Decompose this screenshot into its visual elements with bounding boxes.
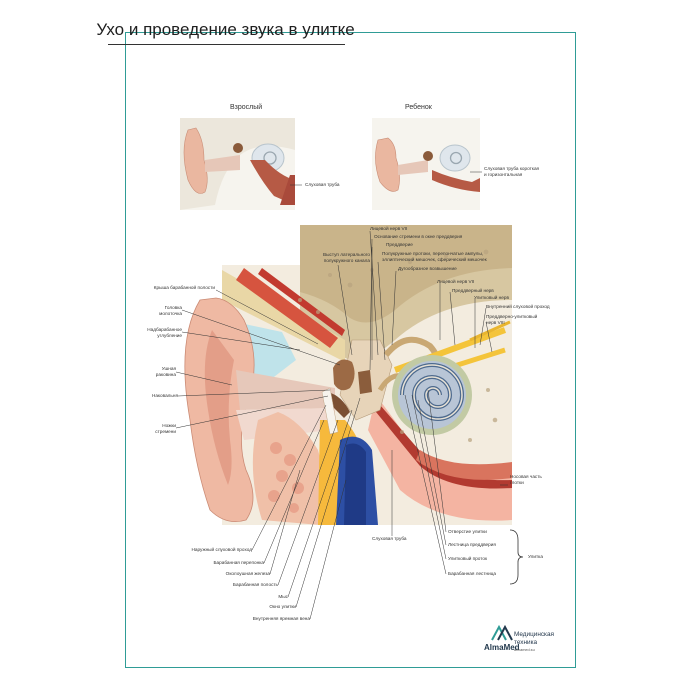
brand-line1: Медицинская (514, 631, 555, 638)
label-left: Крыша барабанной полости (153, 285, 215, 290)
label-top: Дугообразное возвышение (398, 266, 457, 271)
title-underline (108, 44, 345, 45)
main-ear-section (184, 225, 512, 525)
label-right: Улитковый проток (448, 556, 488, 561)
label-adult-tube: Слуховая труба (305, 182, 340, 187)
pointer-lines (175, 171, 524, 620)
page-title: Ухо и проведение звука в улитке (96, 20, 355, 39)
label-left: Надбарабанное углубление (147, 327, 182, 338)
label-top: Преддверный нерв (452, 288, 494, 293)
label-bottom: Окно улитки (269, 604, 296, 609)
label-top: Внутренний слуховой проход (486, 304, 550, 309)
brand-name: AlmaMed (484, 643, 520, 652)
subtitle-adult: Взрослый (230, 104, 263, 111)
label-child-tube: Слуховая труба короткая и горизонтальная (484, 166, 540, 177)
label-bottom: Околоушная железа (225, 571, 270, 576)
label-top: Улитковый нерв (474, 295, 509, 300)
brand-site: almamed.su (514, 648, 535, 652)
label-top: Лицевой нерв VII (370, 226, 408, 231)
label-left: Ножки стремени (155, 423, 176, 434)
label-bottom: Барабанная полость (232, 582, 278, 587)
label-right: Отверстие улитки (448, 529, 487, 534)
label-right: Барабанная лестница (448, 571, 497, 576)
label-bottom: Наружный слуховой проход (191, 547, 252, 552)
label-top: Основание стремени в окне преддверия (374, 234, 463, 239)
adult-inset (180, 118, 295, 210)
label-top: Преддверие (386, 242, 413, 247)
label-bottom: Слуховая труба (372, 536, 407, 541)
label-left: Головка молоточка (159, 305, 182, 316)
label-left: Ушная раковина (155, 366, 176, 377)
label-top: Выступ латерального полукружного канала (323, 252, 370, 263)
label-right: Улитка (528, 554, 543, 559)
label-top: Преддверно-улитковый нерв VIII (486, 314, 538, 325)
label-bottom: Барабанная перепонка (213, 560, 264, 565)
label-top: Полукружные протоки, перепончатые ампулы… (382, 251, 487, 262)
label-bottom: Мыс (278, 594, 288, 599)
label-right: Лестница преддверия (448, 542, 496, 547)
almamed-logo-icon (491, 624, 513, 641)
label-bottom: Внутренняя яремная вена (252, 616, 310, 621)
child-inset (372, 118, 480, 210)
label-top: Лицевой нерв VII (437, 279, 475, 284)
label-left: Наковальня (151, 393, 178, 398)
subtitle-child: Ребенок (405, 104, 432, 111)
brand-line2: техника (514, 639, 538, 646)
label-right: Носовая часть глотки (510, 474, 542, 485)
